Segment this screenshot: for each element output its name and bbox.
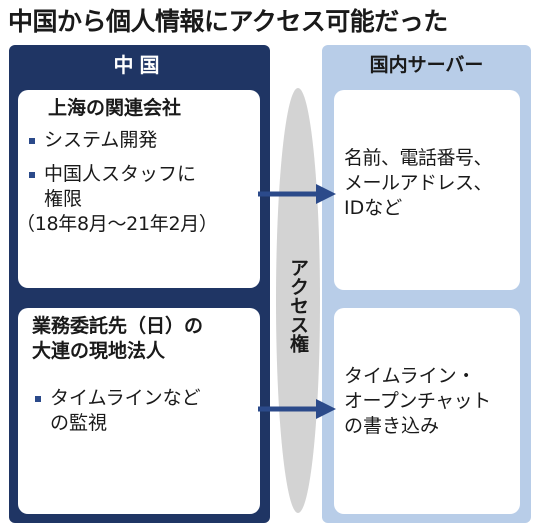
shanghai-affiliate-card: 上海の関連会社 システム開発 中国人スタッフに 権限 （18年8月～21年2月） <box>16 90 260 288</box>
bullet-item: システム開発 <box>26 128 260 153</box>
personal-info-line: メールアドレス、 <box>344 172 493 194</box>
timeline-posts-line: オープンチャット <box>344 390 491 412</box>
china-panel-header: 中国 <box>113 53 166 77</box>
domestic-server-header: 国内サーバー <box>369 54 484 76</box>
bullet-text: タイムラインなど <box>50 387 201 409</box>
bullet-marker <box>35 396 41 402</box>
bullet-continuation: の監視 <box>50 412 108 434</box>
bullet-item: タイムラインなど <box>32 386 260 411</box>
bullet-text: 中国人スタッフに <box>44 163 197 185</box>
bullet-marker <box>29 138 35 144</box>
personal-info-card: 名前、電話番号、 メールアドレス、 IDなど <box>334 90 520 290</box>
bullet-marker <box>29 172 35 178</box>
arrow-icon <box>258 399 336 419</box>
shanghai-affiliate-heading: 上海の関連会社 <box>48 97 182 119</box>
timeline-posts-line: の書き込み <box>344 415 440 437</box>
period-note: （18年8月～21年2月） <box>16 213 218 235</box>
dalian-subsidiary-heading-line2: 大連の現地法人 <box>32 340 166 362</box>
bullet-item: 中国人スタッフに <box>26 162 260 187</box>
personal-info-line: IDなど <box>344 197 403 219</box>
arrow-icon <box>258 184 336 204</box>
timeline-posts-card: タイムライン・ オープンチャット の書き込み <box>334 308 520 514</box>
bullet-continuation: 権限 <box>44 188 83 210</box>
diagram-title: 中国から個人情報にアクセス可能だった <box>8 7 448 36</box>
dalian-subsidiary-card: 業務委託先（日）の 大連の現地法人 タイムラインなど の監視 <box>18 308 260 514</box>
access-rights-band <box>276 88 320 513</box>
bullet-text: システム開発 <box>44 129 158 151</box>
dalian-subsidiary-heading-line1: 業務委託先（日）の <box>32 315 204 337</box>
personal-info-line: 名前、電話番号、 <box>344 147 493 169</box>
access-rights-label: アクセス権 <box>287 257 309 353</box>
timeline-posts-line: タイムライン・ <box>344 365 476 387</box>
